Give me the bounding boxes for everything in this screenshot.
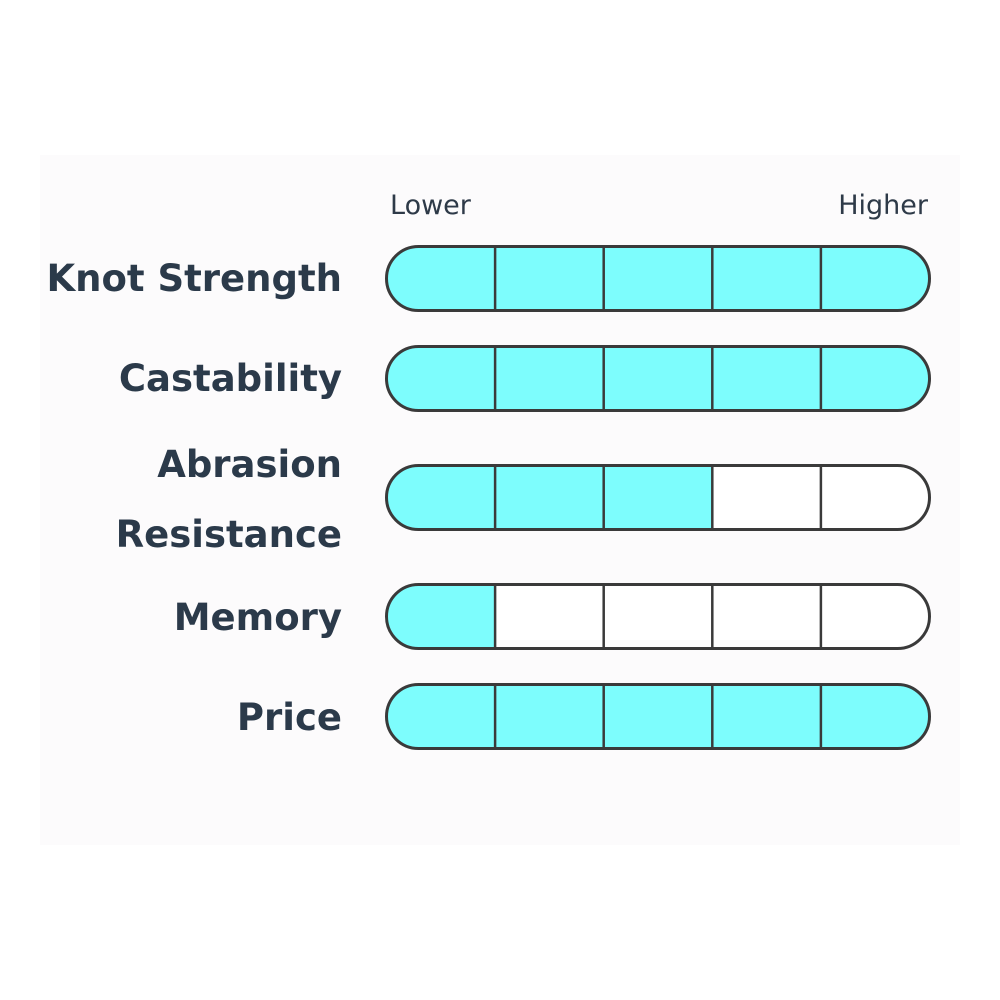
rating-segment-abrasion-resistance-5-empty: [820, 465, 930, 530]
rating-bar-memory: [385, 583, 931, 650]
row-label-price: Price: [30, 683, 342, 753]
row-label-castability: Castability: [30, 344, 342, 414]
rating-bar-price: [385, 683, 931, 750]
rating-segment-knot-strength-4-filled: [712, 246, 822, 311]
rating-segment-price-3-filled: [603, 684, 713, 749]
rating-segment-knot-strength-5-filled: [820, 246, 930, 311]
rating-segment-castability-1-filled: [386, 346, 496, 411]
rating-bar-svg: [385, 345, 931, 412]
rating-segment-knot-strength-2-filled: [495, 246, 605, 311]
row-label-line: Memory: [173, 596, 342, 639]
rating-segment-memory-1-filled: [386, 584, 496, 649]
rating-segment-memory-5-empty: [820, 584, 930, 649]
row-label-line: Castability: [118, 357, 342, 400]
rating-bar-outline: [385, 683, 931, 750]
rating-bar-knot-strength: [385, 245, 931, 312]
row-label-line: Knot Strength: [46, 257, 342, 300]
rating-segment-abrasion-resistance-1-filled: [386, 465, 496, 530]
row-label-abrasion-resistance: Abrasion Resistance: [30, 430, 342, 570]
rating-segment-memory-4-empty: [712, 584, 822, 649]
rating-segment-memory-3-empty: [603, 584, 713, 649]
row-label-knot-strength: Knot Strength: [30, 244, 342, 314]
rating-bar-abrasion-resistance: [385, 464, 931, 531]
rating-segment-castability-4-filled: [712, 346, 822, 411]
rating-segment-abrasion-resistance-4-empty: [712, 465, 822, 530]
row-label-line: Resistance: [115, 513, 342, 556]
rating-segment-price-1-filled: [386, 684, 496, 749]
rating-segment-castability-3-filled: [603, 346, 713, 411]
row-label-line: Price: [236, 696, 342, 739]
rating-bar-castability: [385, 345, 931, 412]
rating-bar-svg: [385, 245, 931, 312]
rating-bar-svg: [385, 583, 931, 650]
row-label-memory: Memory: [30, 583, 342, 653]
rating-bar-outline: [385, 345, 931, 412]
rating-segment-abrasion-resistance-2-filled: [495, 465, 605, 530]
rating-segment-castability-2-filled: [495, 346, 605, 411]
rating-segment-abrasion-resistance-3-filled: [603, 465, 713, 530]
rating-segment-castability-5-filled: [820, 346, 930, 411]
scale-high-label: Higher: [838, 190, 928, 221]
row-label-line: Abrasion: [157, 443, 342, 486]
rating-segment-price-2-filled: [495, 684, 605, 749]
rating-bar-outline: [385, 464, 931, 531]
rating-segment-memory-2-empty: [495, 584, 605, 649]
rating-bar-svg: [385, 683, 931, 750]
rating-bar-outline: [385, 583, 931, 650]
rating-segment-price-5-filled: [820, 684, 930, 749]
rating-bar-outline: [385, 245, 931, 312]
rating-segment-knot-strength-3-filled: [603, 246, 713, 311]
rating-segment-price-4-filled: [712, 684, 822, 749]
rating-bar-svg: [385, 464, 931, 531]
scale-low-label: Lower: [390, 190, 471, 221]
rating-segment-knot-strength-1-filled: [386, 246, 496, 311]
